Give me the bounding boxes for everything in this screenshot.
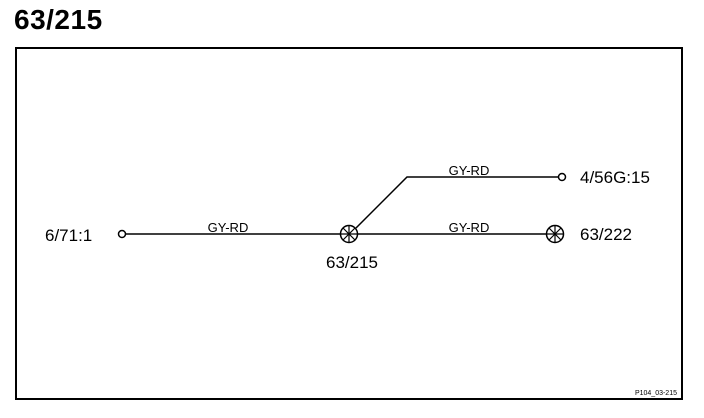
connector-label-upper: 4/56G:15 <box>580 168 650 187</box>
wire-label-right: GY-RD <box>449 220 490 235</box>
connector-label-splice: 63/215 <box>326 253 378 272</box>
pin-terminal-upper <box>557 172 567 182</box>
page-title: 63/215 <box>14 4 103 35</box>
wire-upper <box>355 176 558 229</box>
wire-label-left: GY-RD <box>208 220 249 235</box>
splice-icon <box>545 224 565 244</box>
connector-label-right: 63/222 <box>580 225 632 244</box>
pin-terminal-left <box>117 229 127 239</box>
wire-label-upper: GY-RD <box>449 163 490 178</box>
diagram-id: P104_03-215 <box>635 390 677 397</box>
diagram-frame <box>15 47 683 400</box>
splice-icon <box>339 224 359 244</box>
connector-label-left: 6/71:1 <box>45 226 92 245</box>
